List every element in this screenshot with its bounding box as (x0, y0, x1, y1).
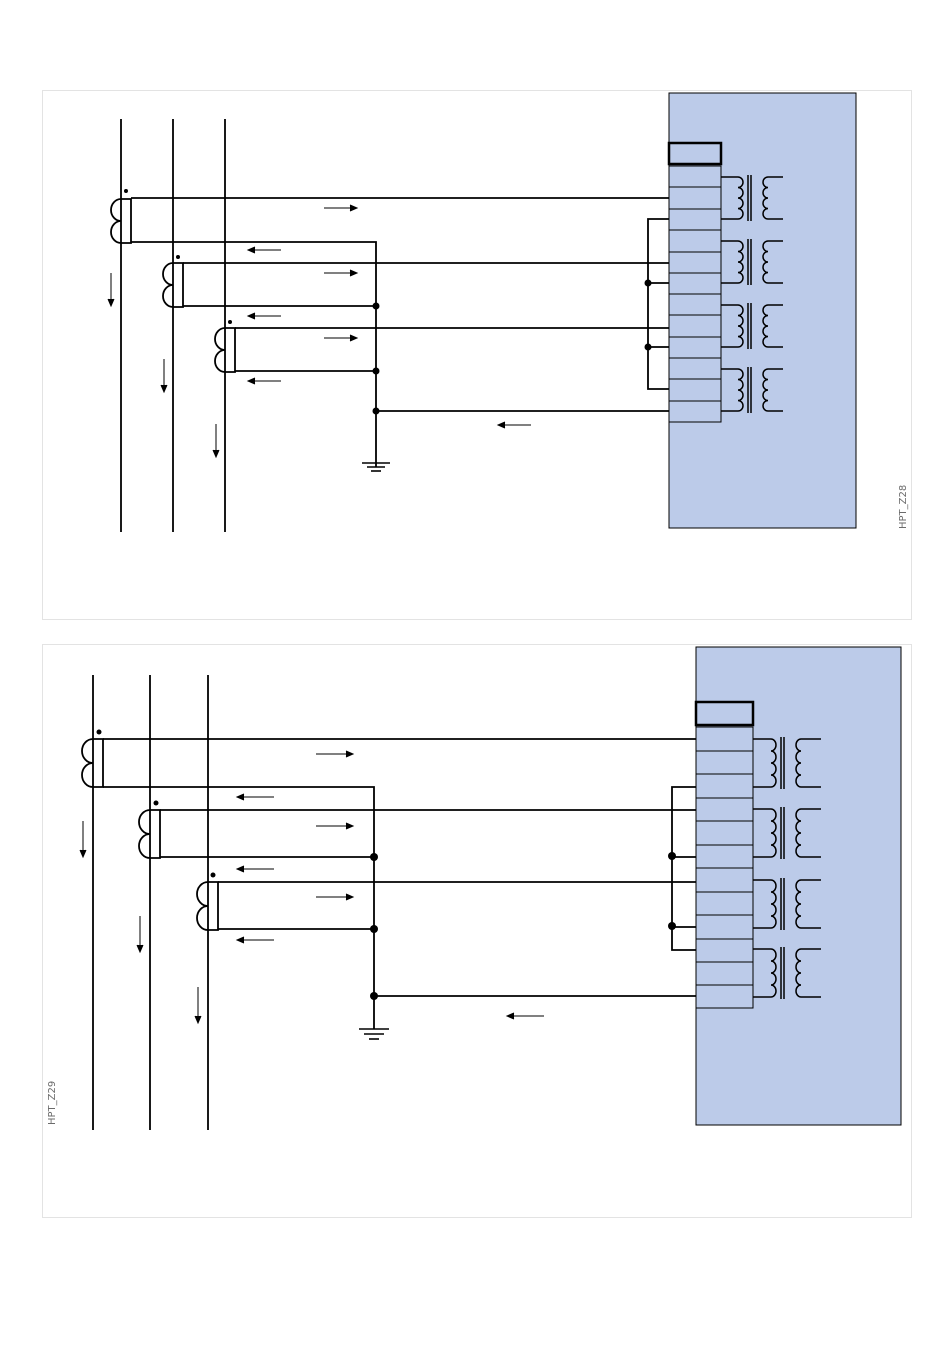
arrow-left-icon (237, 937, 274, 943)
junction-dots (373, 280, 652, 415)
arrow-left-icon (248, 313, 281, 319)
terminal-block (669, 166, 721, 422)
polarity-dot-2 (154, 801, 159, 806)
figure-label: HPT_Z29 (47, 1081, 58, 1125)
diagram-panel-1: HPT_Z28 (42, 90, 912, 620)
arrow-down-icon (137, 916, 143, 952)
figure-label: HPT_Z28 (898, 485, 909, 529)
arrow-right-icon (324, 270, 357, 276)
arrow-right-icon (316, 751, 353, 757)
polarity-dot-3 (211, 873, 216, 878)
ct-wiring (131, 198, 669, 467)
arrow-left-icon (237, 794, 274, 800)
arrow-down-icon (195, 987, 201, 1023)
arrow-right-icon (324, 335, 357, 341)
arrow-down-icon (80, 821, 86, 857)
ct-wiring (103, 739, 696, 1029)
junction-dots (370, 852, 676, 1000)
arrow-right-icon (316, 823, 353, 829)
ct-wiring-diagram-1: HPT_Z28 (43, 91, 911, 619)
arrow-right-icon (316, 894, 353, 900)
arrow-right-icon (324, 205, 357, 211)
arrow-down-icon (108, 273, 114, 306)
terminal-block (696, 727, 753, 1008)
arrow-left-icon (507, 1013, 544, 1019)
arrow-down-icon (213, 424, 219, 457)
polarity-dot-3 (228, 320, 232, 324)
ct-wiring-diagram-2: HPT_Z29 (43, 645, 911, 1217)
polarity-dot-2 (176, 255, 180, 259)
polarity-dot-1 (124, 189, 128, 193)
arrow-down-icon (161, 359, 167, 392)
polarity-dot-1 (97, 730, 102, 735)
arrow-left-icon (248, 378, 281, 384)
terminal-header (696, 702, 753, 725)
terminal-header (669, 143, 721, 164)
arrow-left-icon (498, 422, 531, 428)
arrow-left-icon (237, 866, 274, 872)
diagram-panel-2: HPT_Z29 (42, 644, 912, 1218)
ground-icon (359, 1029, 389, 1039)
arrow-left-icon (248, 247, 281, 253)
